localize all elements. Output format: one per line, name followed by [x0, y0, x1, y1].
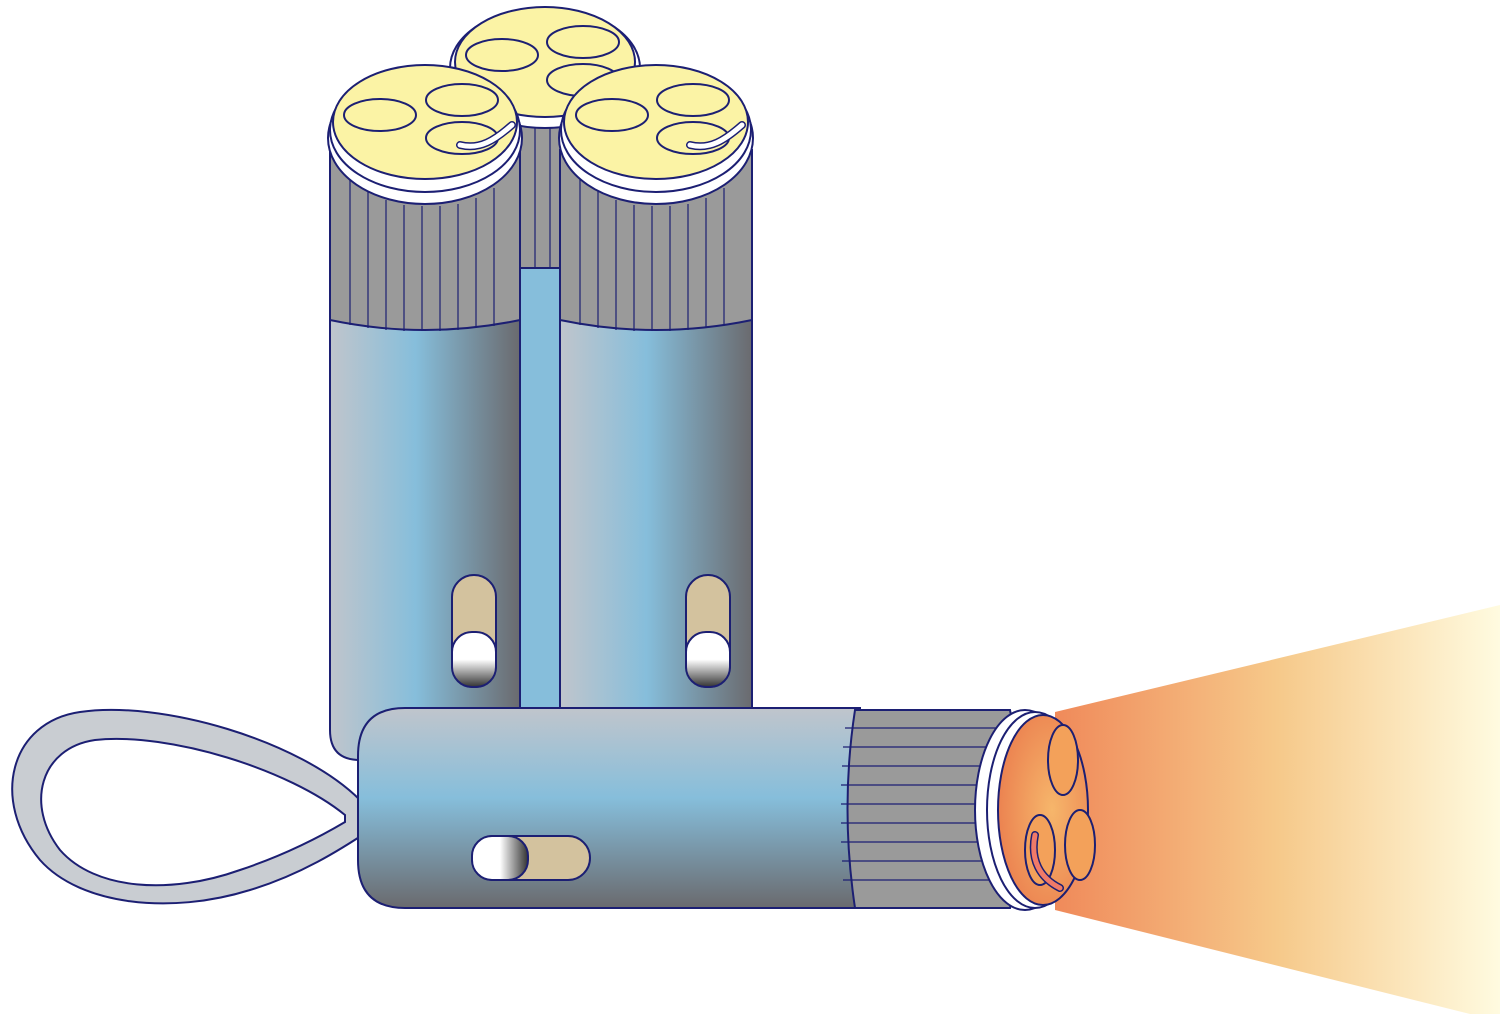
lying-flashlight: [357, 707, 1096, 911]
upright-flashlight-left: [327, 64, 523, 761]
slide-switch-icon: [451, 574, 497, 688]
slide-switch-icon: [471, 835, 591, 881]
light-beam-icon: [1055, 605, 1500, 1014]
wrist-strap-icon: [11, 708, 372, 905]
upright-flashlight-right: [558, 64, 754, 709]
slide-switch-icon: [685, 574, 731, 688]
grip-ridges: [579, 175, 725, 331]
grip-ridges: [349, 175, 495, 331]
